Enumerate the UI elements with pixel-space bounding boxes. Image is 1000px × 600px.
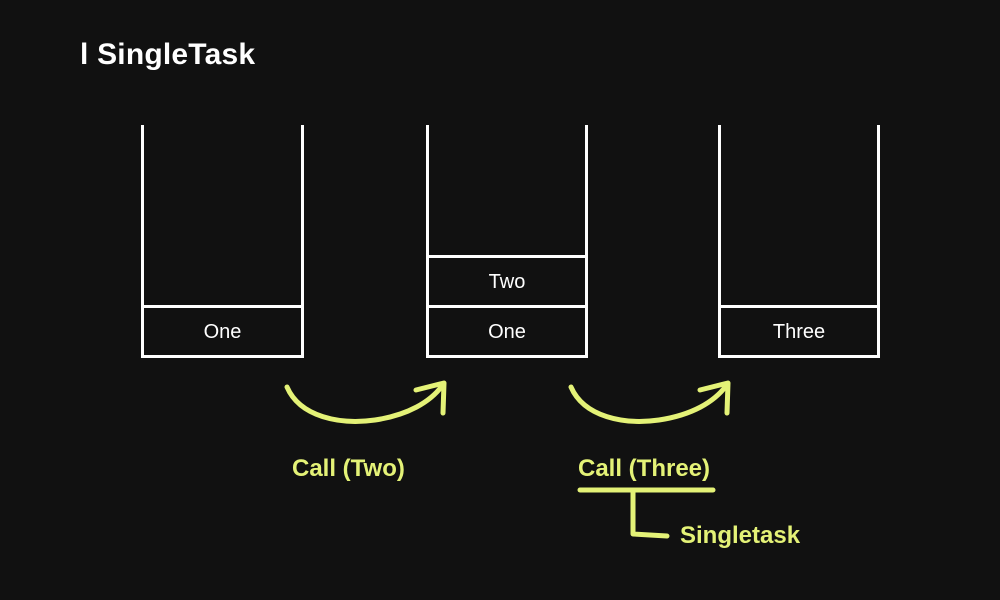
singletask-annotation-label: Singletask [680, 522, 801, 549]
call-two-arrow-curve [284, 383, 445, 424]
stack-one: One [141, 125, 304, 358]
stack-cell: One [429, 305, 585, 355]
page-title: l SingleTask [80, 38, 256, 71]
stack-three: Three [718, 125, 880, 358]
call-two-label: Call (Two) [292, 455, 405, 482]
call-two-arrow-head [413, 380, 447, 416]
stack-cell: One [144, 305, 301, 355]
stack-two: Two One [426, 125, 588, 358]
singletask-leader-elbow [630, 488, 670, 539]
stack-cell: Three [721, 305, 877, 355]
call-three-arrow-head [697, 380, 731, 416]
call-three-arrow-curve [568, 383, 729, 424]
call-three-label: Call (Three) [578, 455, 711, 482]
stack-cell: Two [429, 255, 585, 305]
